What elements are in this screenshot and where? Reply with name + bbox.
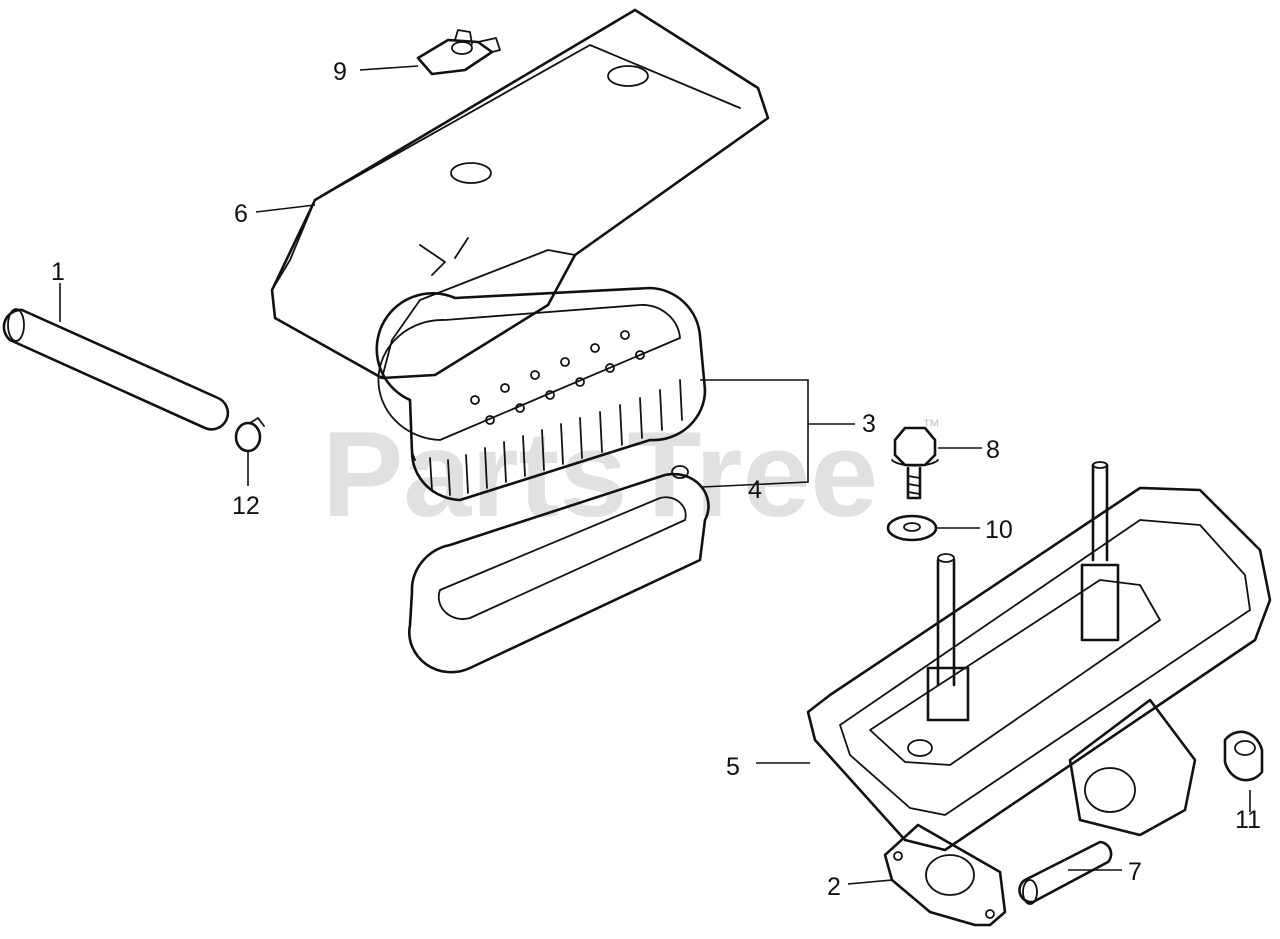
part-5-case [806,461,1272,852]
watermark-trademark: ™ [922,416,940,436]
callout-6: 6 [234,200,248,228]
callout-7: 7 [1128,858,1142,886]
callout-12: 12 [232,492,260,520]
callout-3: 3 [862,410,876,438]
callout-11: 11 [1235,806,1261,834]
callout-8: 8 [986,436,1000,464]
part-4-foam [408,465,710,674]
callout-4: 4 [748,476,762,504]
part-8-bolt [891,426,939,500]
part-6-cover [270,8,770,380]
part-1-tube [2,308,230,431]
callout-5: 5 [726,753,740,781]
part-7-tube [1018,840,1113,905]
part-3-element [375,286,707,502]
part-10-washer [886,514,938,542]
callout-2: 2 [827,873,841,901]
leader-lines [59,65,1251,885]
part-11-grommet [1223,730,1264,782]
part-12-clip [234,417,265,453]
part-2-gasket [883,823,1007,927]
callout-9: 9 [333,58,347,86]
callout-10: 10 [985,516,1013,544]
part-9-wing-nut [416,29,501,76]
callout-1: 1 [51,258,65,286]
